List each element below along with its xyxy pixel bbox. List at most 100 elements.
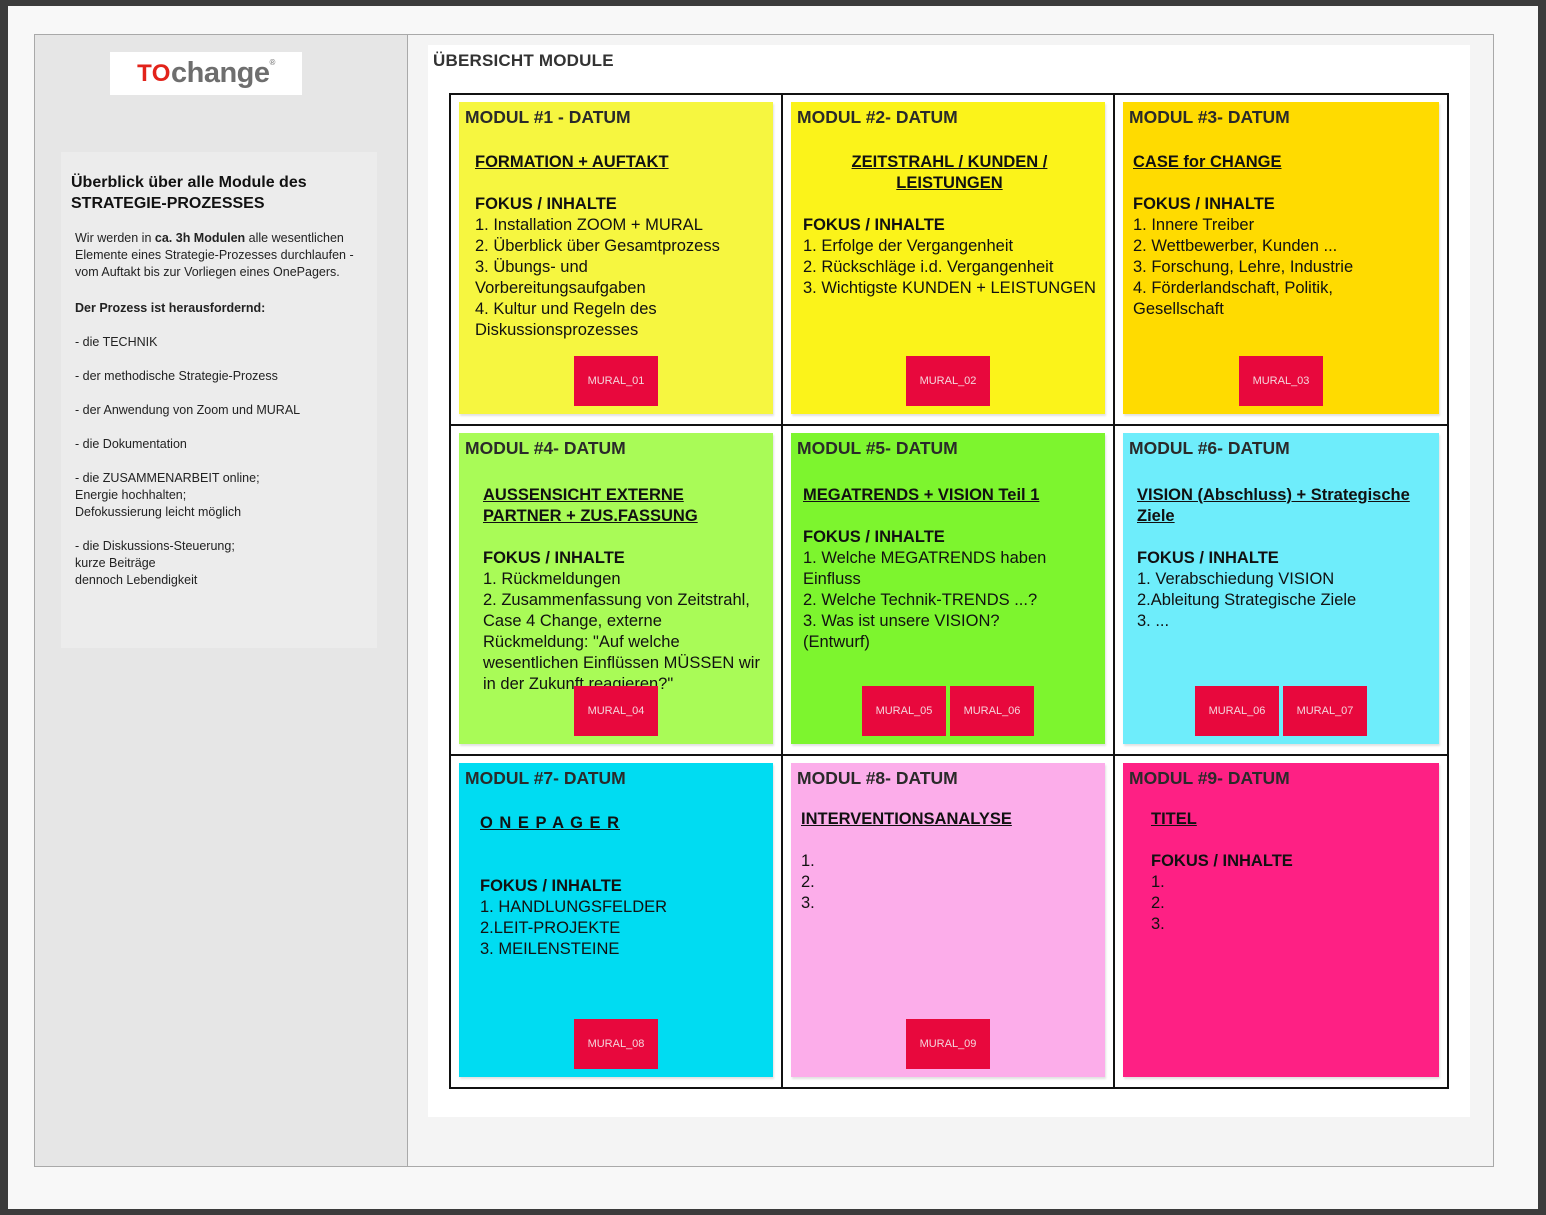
module-focus-label: FOKUS / INHALTE — [803, 216, 945, 234]
challenge-item: - die Diskussions-Steuerung; kurze Beitr… — [75, 539, 235, 587]
module-focus-label: FOKUS / INHALTE — [1151, 852, 1293, 871]
module-item: 3. Wichtigste KUNDEN + LEISTUNGEN — [803, 279, 1096, 297]
module-item: 2. Welche Technik-TRENDS ...? — [803, 590, 1038, 609]
module-content: ZEITSTRAHL / KUNDEN / LEISTUNGEN FOKUS / … — [803, 152, 1096, 299]
mural-link-button[interactable]: MURAL_02 — [906, 355, 990, 406]
module-content: FORMATION + AUFTAKT FOKUS / INHALTE 1. Ins… — [475, 152, 720, 341]
challenge-item: - der methodische Strategie-Prozess — [75, 369, 278, 383]
module-subtitle: AUSSENSICHT EXTERNE PARTNER + ZUS.FASSUN… — [483, 485, 698, 525]
mural-link-row: MURAL_08 — [459, 1018, 773, 1069]
module-item-list: 1. 2. 3. — [801, 851, 1012, 914]
module-item: 3. Forschung, Lehre, Industrie — [1133, 258, 1354, 276]
info-sticky[interactable]: Überblick über alle Module des STRATEGIE… — [61, 152, 377, 648]
module-sticky-5[interactable]: MODUL #5- DATUM MEGATRENDS + VISION Teil … — [791, 432, 1105, 745]
module-focus-label: FOKUS / INHALTE — [480, 877, 622, 896]
module-cell-1: MODUL #1 - DATUM FORMATION + AUFTAKT FOKUS… — [451, 95, 783, 426]
module-item: 1. Rückmeldungen — [483, 569, 621, 588]
module-focus-label: FOKUS / INHALTE — [1133, 195, 1275, 213]
logo-to: TO — [137, 59, 171, 87]
module-item: 1. Verabschiedung VISION — [1137, 569, 1335, 588]
module-item: 2. — [801, 873, 815, 892]
mural-link-button[interactable]: MURAL_07 — [1283, 686, 1367, 737]
module-overview-area: ÜBERSICHT MODULE MODUL #1 - DATUM FORMATI… — [428, 45, 1470, 1117]
mural-link-row: MURAL_03 — [1123, 355, 1439, 406]
module-subtitle: CASE for CHANGE — [1133, 153, 1282, 171]
module-title: MODUL #9- DATUM — [1129, 768, 1290, 789]
module-sticky-1[interactable]: MODUL #1 - DATUM FORMATION + AUFTAKT FOKUS… — [459, 102, 773, 414]
module-title: MODUL #5- DATUM — [797, 437, 958, 458]
mural-link-button[interactable]: MURAL_06 — [950, 686, 1034, 737]
module-item: 2. Zusammenfassung von Zeitstrahl, Case … — [483, 590, 760, 693]
module-item: 2.LEIT-PROJEKTE — [480, 919, 621, 938]
module-item-list: 1.2.3. — [1151, 872, 1293, 935]
mural-link-button[interactable]: MURAL_08 — [574, 1018, 658, 1069]
module-title: MODUL #3- DATUM — [1129, 107, 1290, 127]
module-focus-label: FOKUS / INHALTE — [803, 527, 945, 546]
mural-link-button[interactable]: MURAL_05 — [862, 686, 946, 737]
module-content: CASE for CHANGE FOKUS / INHALTE 1. Innere … — [1133, 152, 1353, 320]
overview-title: ÜBERSICHT MODULE — [433, 51, 614, 70]
module-item: 3. MEILENSTEINE — [480, 940, 620, 959]
module-subtitle: FORMATION + AUFTAKT — [475, 153, 669, 171]
module-focus-label: FOKUS / INHALTE — [1137, 548, 1279, 567]
challenge-item: - die ZUSAMMENARBEIT online; Energie hoc… — [75, 471, 260, 519]
mural-link-button[interactable]: MURAL_04 — [574, 686, 658, 737]
logo-change: change — [170, 57, 270, 89]
mural-link-button[interactable]: MURAL_03 — [1239, 355, 1323, 406]
info-body: Wir werden in ca. 3h Modulen alle wesent… — [75, 230, 371, 589]
module-item: 1. Welche MEGATRENDS haben Einfluss — [803, 548, 1047, 588]
module-sticky-4[interactable]: MODUL #4- DATUM AUSSENSICHT EXTERNE PARTN… — [459, 432, 773, 745]
mural-link-row: MURAL_09 — [791, 1018, 1105, 1069]
module-item-list: 1. Verabschiedung VISION 2.Ableitung Stra… — [1137, 569, 1410, 632]
module-item: 3. Was ist unsere VISION? (Entwurf) — [803, 611, 1000, 651]
module-title: MODUL #7- DATUM — [465, 768, 626, 789]
module-item: 3. — [801, 894, 815, 913]
info-intro-bold: ca. 3h Modulen — [154, 231, 246, 245]
module-title: MODUL #4- DATUM — [465, 437, 626, 458]
module-sticky-3[interactable]: MODUL #3- DATUM CASE for CHANGE FOKUS / IN… — [1123, 102, 1439, 414]
module-subtitle: O N E P A G E R — [480, 814, 620, 833]
mural-link-row: MURAL_04 — [459, 686, 773, 737]
module-focus-label: FOKUS / INHALTE — [475, 195, 617, 213]
module-item: 4. Kultur und Regeln des Diskussionsproz… — [475, 300, 657, 339]
info-intro: Wir werden in ca. 3h Modulen alle wesent… — [75, 230, 371, 281]
module-cell-5: MODUL #5- DATUM MEGATRENDS + VISION Teil … — [783, 425, 1115, 757]
module-item: 3. — [1151, 915, 1165, 934]
challenge-item: - der Anwendung von Zoom und MURAL — [75, 403, 301, 417]
challenge-item: - die Dokumentation — [75, 437, 187, 451]
module-subtitle: TITEL — [1151, 810, 1197, 829]
module-item-list: 1. Welche MEGATRENDS haben Einfluss 2. We… — [803, 548, 1046, 653]
module-item: 2.Ableitung Strategische Ziele — [1137, 590, 1357, 609]
mural-link-button[interactable]: MURAL_06 — [1195, 686, 1279, 737]
module-title: MODUL #1 - DATUM — [465, 107, 631, 127]
challenge-heading: Der Prozess ist herausfordernd: — [75, 301, 266, 315]
module-focus-label: FOKUS / INHALTE — [483, 548, 625, 567]
module-item: 1. — [1151, 873, 1165, 892]
module-item: 1. Innere Treiber — [1133, 216, 1255, 234]
mural-link-button[interactable]: MURAL_09 — [906, 1018, 990, 1069]
module-item: 1. — [801, 852, 815, 871]
module-subtitle: MEGATRENDS + VISION Teil 1 — [803, 485, 1040, 504]
module-item: 1. Erfolge der Vergangenheit — [803, 237, 1014, 255]
mural-link-button[interactable]: MURAL_01 — [574, 355, 658, 406]
module-content: AUSSENSICHT EXTERNE PARTNER + ZUS.FASSUN… — [483, 485, 760, 695]
module-subtitle: ZEITSTRAHL / KUNDEN / LEISTUNGEN — [851, 153, 1048, 192]
module-sticky-7[interactable]: MODUL #7- DATUM O N E P A G E R FOKUS / IN… — [459, 763, 773, 1077]
